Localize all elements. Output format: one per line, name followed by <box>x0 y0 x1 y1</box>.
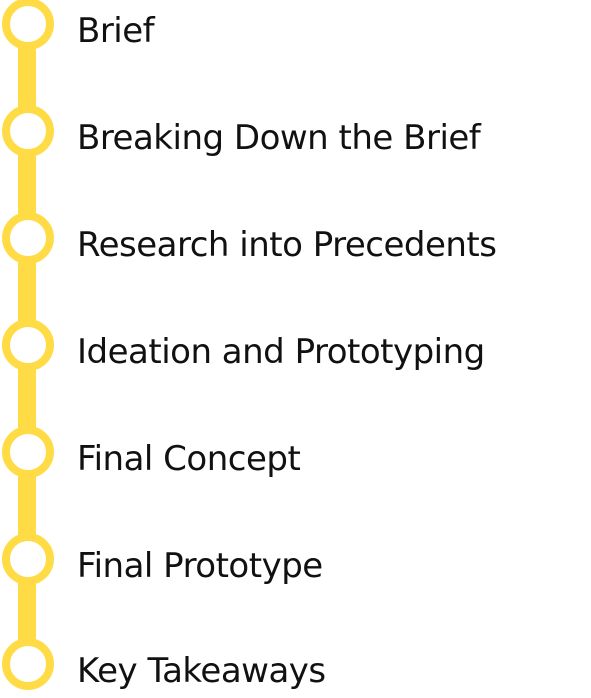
timeline-step-breaking-down-the-brief[interactable]: Breaking Down the Brief <box>0 105 591 165</box>
timeline-step-label: Final Prototype <box>77 546 323 586</box>
timeline-step-label: Breaking Down the Brief <box>77 118 481 158</box>
timeline-node-icon <box>2 0 54 50</box>
timeline-step-label: Ideation and Prototyping <box>77 332 485 372</box>
timeline-step-research-into-precedents[interactable]: Research into Precedents <box>0 212 591 272</box>
timeline-node-icon <box>2 105 54 157</box>
timeline-step-label: Final Concept <box>77 439 301 479</box>
timeline-step-label: Key Takeaways <box>77 651 326 691</box>
timeline-node-icon <box>2 212 54 264</box>
timeline-node-icon <box>2 319 54 371</box>
timeline-step-final-prototype[interactable]: Final Prototype <box>0 533 591 593</box>
timeline-node-icon <box>2 638 54 690</box>
timeline-step-label: Research into Precedents <box>77 225 497 265</box>
timeline-node-icon <box>2 533 54 585</box>
timeline-step-final-concept[interactable]: Final Concept <box>0 426 591 486</box>
timeline-step-brief[interactable]: Brief <box>0 0 591 58</box>
timeline-step-label: Brief <box>77 11 155 51</box>
timeline-node-icon <box>2 426 54 478</box>
timeline-step-ideation-and-prototyping[interactable]: Ideation and Prototyping <box>0 319 591 379</box>
timeline-step-key-takeaways[interactable]: Key Takeaways <box>0 638 591 698</box>
